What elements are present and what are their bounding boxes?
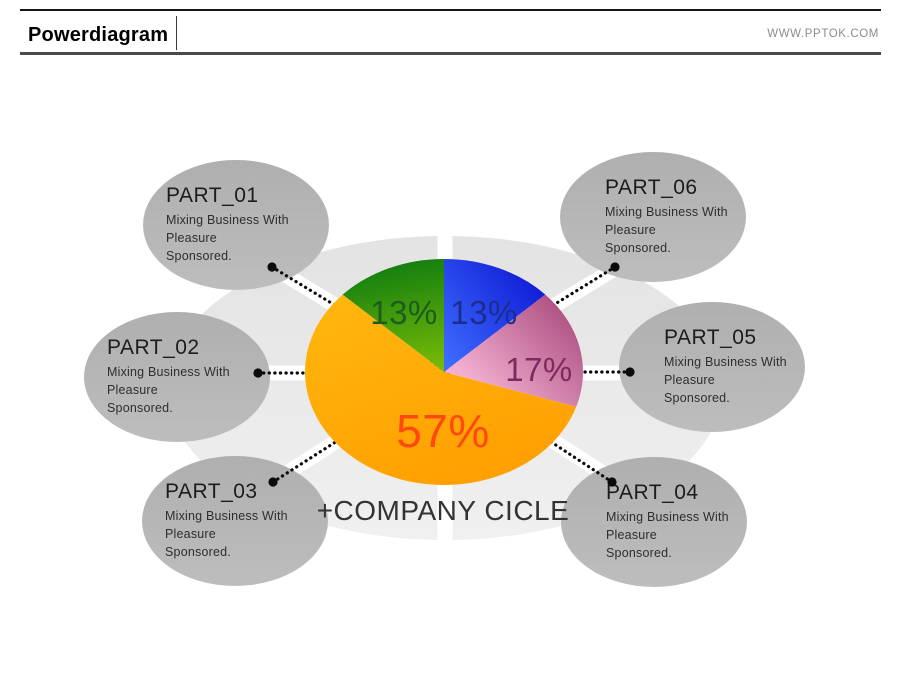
part-02-desc: Mixing Business With Pleasure Sponsored. bbox=[107, 365, 230, 415]
part-02-ellipse: PART_02 Mixing Business With Pleasure Sp… bbox=[84, 312, 270, 442]
part-03-desc: Mixing Business With Pleasure Sponsored. bbox=[165, 509, 288, 559]
center-caption: +COMPANY CICLE bbox=[316, 495, 570, 526]
part-01-title: PART_01 bbox=[166, 184, 259, 208]
top-rule bbox=[20, 9, 881, 11]
part-05-title: PART_05 bbox=[664, 326, 757, 350]
pie-label-blue-13: 13% bbox=[450, 294, 518, 331]
header-rule bbox=[20, 52, 881, 55]
part-04-title: PART_04 bbox=[606, 481, 699, 505]
website-label: WWW.PPTOK.COM bbox=[767, 28, 879, 40]
pie-label-pink-17: 17% bbox=[505, 351, 573, 388]
pie-slice-orange bbox=[305, 294, 577, 485]
part-06-ellipse: PART_06 Mixing Business With Pleasure Sp… bbox=[560, 152, 746, 282]
part-02-title: PART_02 bbox=[107, 336, 200, 360]
part-06-desc: Mixing Business With Pleasure Sponsored. bbox=[605, 205, 728, 255]
part-06-title: PART_06 bbox=[605, 176, 698, 200]
pie-label-orange-57: 57% bbox=[396, 405, 490, 457]
page-title: Powerdiagram bbox=[28, 24, 169, 46]
pie-slice-pink bbox=[444, 294, 584, 407]
part-03-title: PART_03 bbox=[165, 480, 258, 504]
header-divider bbox=[176, 16, 177, 50]
part-04-ellipse: PART_04 Mixing Business With Pleasure Sp… bbox=[561, 457, 747, 587]
part-03-ellipse: PART_03 Mixing Business With Pleasure Sp… bbox=[142, 456, 328, 586]
connector-end-dots bbox=[253, 262, 635, 487]
pie-label-green-13: 13% bbox=[370, 294, 438, 331]
pie-chart bbox=[253, 258, 635, 487]
part-05-desc: Mixing Business With Pleasure Sponsored. bbox=[664, 355, 787, 405]
part-04-desc: Mixing Business With Pleasure Sponsored. bbox=[606, 510, 729, 560]
part-05-ellipse: PART_05 Mixing Business With Pleasure Sp… bbox=[619, 302, 805, 432]
pie-slice-green bbox=[342, 258, 444, 372]
part-01-desc: Mixing Business With Pleasure Sponsored. bbox=[166, 213, 289, 263]
part-01-ellipse: PART_01 Mixing Business With Pleasure Sp… bbox=[143, 160, 329, 290]
pie-slice-blue bbox=[444, 259, 546, 372]
